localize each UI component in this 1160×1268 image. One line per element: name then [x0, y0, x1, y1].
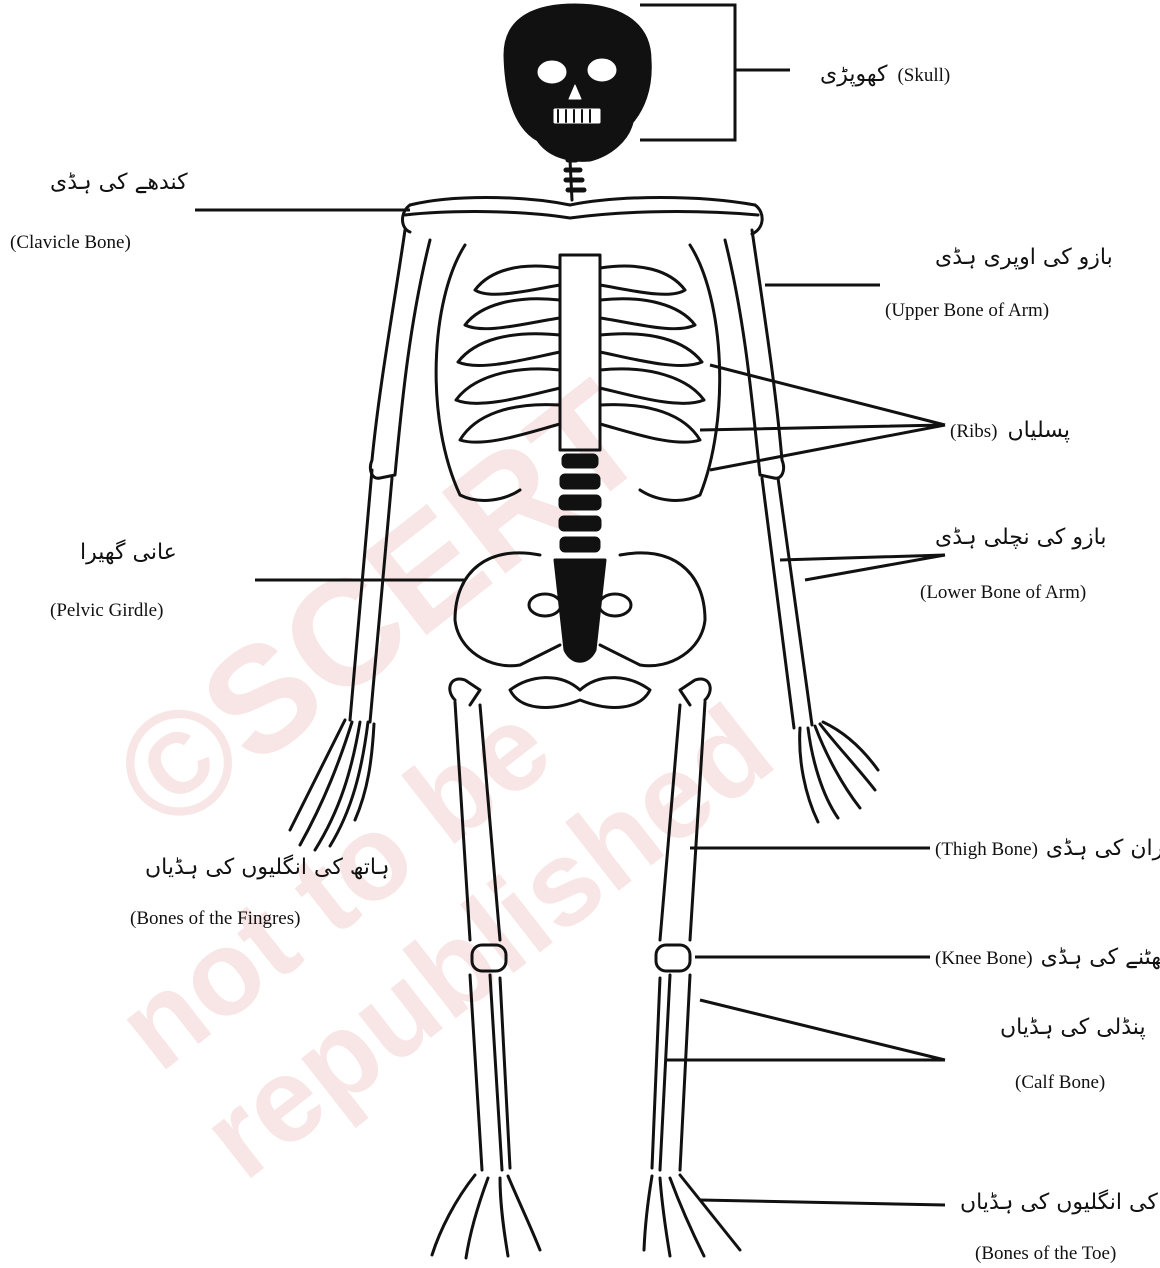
calf-leader: [665, 1000, 945, 1060]
label-skull-urdu: کھوپڑی: [820, 62, 887, 87]
label-knee: (Knee Bone) گھٹنے کی ہڈی: [935, 945, 1160, 970]
label-pelvic-english: (Pelvic Girdle): [50, 600, 163, 622]
label-toe-english: (Bones of the Toe): [975, 1243, 1116, 1265]
label-lower-arm-english: (Lower Bone of Arm): [920, 582, 1086, 604]
lumbar-spine: [560, 455, 600, 551]
label-skull: کھوپڑی (Skull): [820, 62, 950, 87]
label-clavicle-english: (Clavicle Bone): [10, 232, 131, 254]
label-fingers-urdu: ہاتھ کی انگلیوں کی ہڈیاں: [145, 855, 389, 880]
right-arm: [290, 230, 430, 850]
cervical-spine: [566, 160, 584, 200]
label-ribs-urdu: پسلیاں: [1008, 418, 1071, 443]
skeleton-drawing: [290, 5, 878, 1258]
shoulder-girdle: [403, 198, 763, 235]
label-fingers-english: (Bones of the Fingres): [130, 908, 300, 930]
left-arm: [725, 230, 878, 822]
label-skull-english: (Skull): [897, 65, 950, 86]
label-thigh-urdu: ران کی ہڈی: [1046, 836, 1160, 861]
label-calf-urdu: پنڈلی کی ہڈیاں: [1000, 1015, 1146, 1040]
skull-bracket: [640, 5, 790, 140]
label-calf-english: (Calf Bone): [1015, 1072, 1105, 1094]
left-leg: [644, 679, 740, 1256]
ribs-leader: [700, 365, 945, 470]
label-ribs-english: (Ribs): [950, 421, 998, 442]
label-ribs: (Ribs) پسلیاں: [950, 418, 1070, 443]
label-knee-english: (Knee Bone): [935, 948, 1033, 969]
label-knee-urdu: گھٹنے کی ہڈی: [1041, 945, 1160, 970]
label-clavicle-urdu: کندھے کی ہڈی: [50, 170, 188, 195]
label-lower-arm-urdu: بازو کی نچلی ہڈی: [935, 525, 1106, 550]
lower-arm-leader: [780, 555, 945, 580]
label-upper-arm-urdu: بازو کی اوپری ہڈی: [935, 245, 1113, 270]
right-leg: [432, 679, 540, 1258]
toe-leader: [700, 1200, 945, 1205]
label-pelvic-urdu: عانی گھیرا: [80, 540, 177, 565]
label-thigh: (Thigh Bone) ران کی ہڈی: [935, 836, 1160, 861]
label-upper-arm-english: (Upper Bone of Arm): [885, 300, 1049, 322]
skull-shape: [505, 5, 650, 160]
label-toe-urdu: پیر کی انگلیوں کی ہڈیاں: [960, 1190, 1160, 1215]
label-thigh-english: (Thigh Bone): [935, 839, 1038, 860]
pelvis: [455, 553, 705, 708]
